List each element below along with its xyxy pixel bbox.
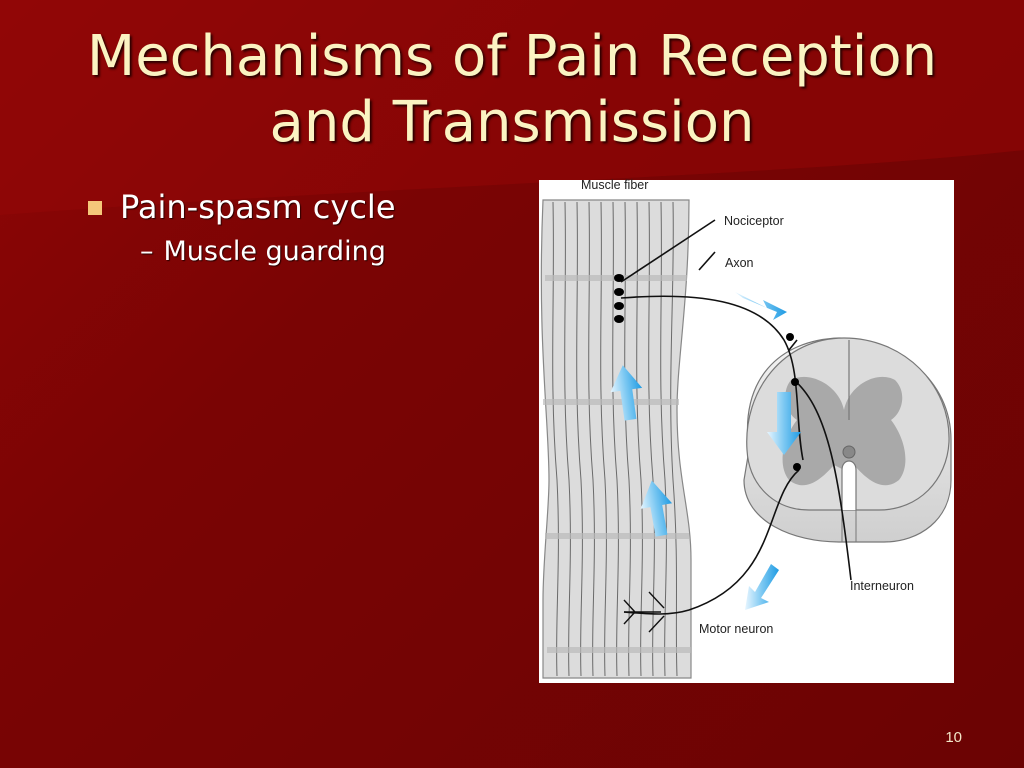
bullet-list: Pain-spasm cycle –Muscle guarding xyxy=(88,188,396,267)
arrow-to-cord xyxy=(735,292,787,320)
arrow-up-1 xyxy=(610,365,643,421)
sub-bullet-dash: – xyxy=(140,236,154,267)
signal-arrows xyxy=(610,292,801,610)
motor-endplates xyxy=(623,591,665,633)
page-number: 10 xyxy=(945,729,962,746)
title-line-1: Mechanisms of Pain Reception xyxy=(86,24,938,89)
label-muscle-fiber: Muscle fiber xyxy=(581,178,649,192)
label-interneuron: Interneuron xyxy=(850,579,914,593)
arrow-down-cord xyxy=(767,392,801,455)
label-axon: Axon xyxy=(725,256,754,270)
label-motor-neuron: Motor neuron xyxy=(699,622,774,636)
sub-bullet-item: –Muscle guarding xyxy=(140,236,396,267)
muscle-fiber-shape xyxy=(540,199,692,679)
pain-spasm-diagram: Muscle fiber Nociceptor Axon Interneuron… xyxy=(539,178,954,683)
bullet-item: Pain-spasm cycle xyxy=(88,188,396,226)
background-swoosh xyxy=(0,0,1024,215)
arrow-to-muscle xyxy=(745,564,779,610)
diagram-drawing xyxy=(540,199,952,679)
nociceptor-endings xyxy=(614,274,624,323)
title-line-2: and Transmission xyxy=(269,90,755,155)
bullet-square-icon xyxy=(88,201,102,215)
bullet-text: Pain-spasm cycle xyxy=(120,188,396,226)
nociceptor-leader xyxy=(620,219,716,283)
label-nociceptor: Nociceptor xyxy=(724,214,784,228)
sub-bullet-text: Muscle guarding xyxy=(163,236,386,267)
neuron-terminals xyxy=(786,333,801,471)
slide-title: Mechanisms of Pain Reception and Transmi… xyxy=(40,24,984,156)
nerve-paths xyxy=(620,219,852,615)
arrow-up-2 xyxy=(640,480,673,537)
